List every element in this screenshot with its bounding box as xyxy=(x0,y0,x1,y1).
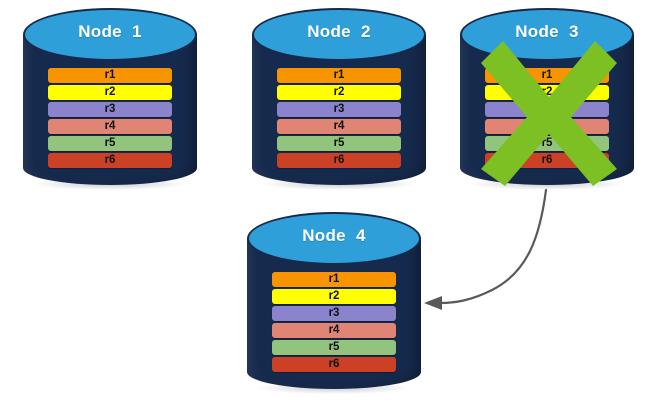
node-4[interactable]: Node 4 r1 r2 r3 r4 r5 r6 xyxy=(247,212,421,394)
data-row[interactable]: r4 xyxy=(48,119,172,134)
node-title: Node 4 xyxy=(302,226,366,245)
data-row[interactable]: r6 xyxy=(48,153,172,168)
row-stack: r1 r2 r3 r4 r5 r6 xyxy=(277,68,401,168)
data-row[interactable]: r6 xyxy=(485,153,609,168)
node-3[interactable]: Node 3 r1 r2 r3 r4 r5 r6 xyxy=(460,8,634,190)
data-row[interactable]: r1 xyxy=(277,68,401,83)
row-stack: r1 r2 r3 r4 r5 r6 xyxy=(485,68,609,168)
data-row[interactable]: r2 xyxy=(485,85,609,100)
data-row[interactable]: r3 xyxy=(48,102,172,117)
data-row[interactable]: r5 xyxy=(272,340,396,355)
row-stack: r1 r2 r3 r4 r5 r6 xyxy=(48,68,172,168)
node-title: Node 2 xyxy=(307,22,371,41)
data-row[interactable]: r4 xyxy=(277,119,401,134)
node-title: Node 1 xyxy=(78,22,142,41)
data-row[interactable]: r6 xyxy=(277,153,401,168)
data-row[interactable]: r6 xyxy=(272,357,396,372)
data-row[interactable]: r4 xyxy=(485,119,609,134)
data-row[interactable]: r4 xyxy=(272,323,396,338)
data-row[interactable]: r2 xyxy=(277,85,401,100)
node-1[interactable]: Node 1 r1 r2 r3 r4 r5 r6 xyxy=(23,8,197,190)
data-row[interactable]: r5 xyxy=(48,136,172,151)
data-row[interactable]: r1 xyxy=(272,272,396,287)
data-row[interactable]: r2 xyxy=(272,289,396,304)
data-row[interactable]: r1 xyxy=(48,68,172,83)
data-row[interactable]: r1 xyxy=(485,68,609,83)
data-row[interactable]: r2 xyxy=(48,85,172,100)
cylinder-top xyxy=(252,8,426,61)
data-row[interactable]: r5 xyxy=(277,136,401,151)
data-row[interactable]: r5 xyxy=(485,136,609,151)
node-2[interactable]: Node 2 r1 r2 r3 r4 r5 r6 xyxy=(252,8,426,190)
cylinder-top xyxy=(247,212,421,265)
data-row[interactable]: r3 xyxy=(277,102,401,117)
row-stack: r1 r2 r3 r4 r5 r6 xyxy=(272,272,396,372)
cylinder-top xyxy=(23,8,197,61)
node-title: Node 3 xyxy=(515,22,579,41)
data-row[interactable]: r3 xyxy=(272,306,396,321)
data-row[interactable]: r3 xyxy=(485,102,609,117)
